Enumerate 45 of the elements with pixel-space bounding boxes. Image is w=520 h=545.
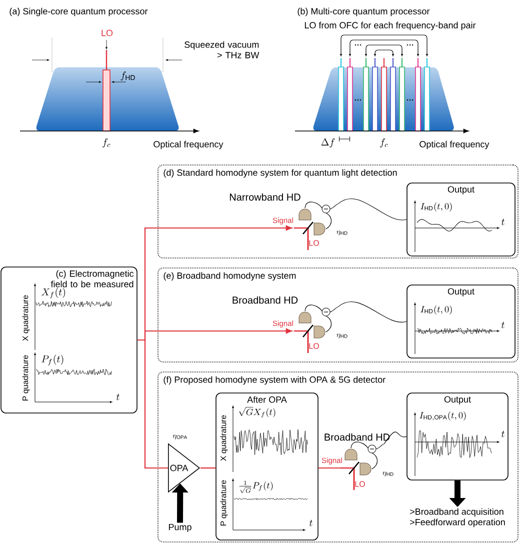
formula-label: $\sqrt{G}X_f(t)$ — [238, 407, 276, 418]
formula-label: $t$ — [501, 430, 504, 438]
homodyne-detector: Broadband HD — [232, 296, 298, 304]
connector-line — [384, 432, 407, 444]
pump-label: Pump — [168, 524, 192, 532]
bandwidth-label: Squeezed vacuum > THz BW — [184, 41, 260, 58]
formula-label: $\frac{1}{\sqrt{G}}P_f(t)$ — [239, 480, 273, 494]
formula-label: $I_{\mathrm{HD}}(t,0)$ — [420, 202, 452, 212]
axis-label: P quadrature — [22, 355, 30, 400]
formula-label: $t$ — [116, 394, 120, 400]
formula-label: $f_{\mathrm{HD}}$ — [120, 71, 135, 81]
comb-label: LO from OFC for each frequency-band pair — [304, 22, 476, 30]
formula-label: $X_f(t)$ — [41, 288, 66, 298]
formula-label: $t$ — [309, 520, 312, 526]
lo-label: LO — [309, 343, 319, 349]
axis-label: X quadrature — [220, 415, 228, 461]
axis-label: X quadrature — [22, 295, 30, 341]
connector-line — [200, 467, 216, 469]
lo-label: LO — [102, 30, 113, 36]
result-text: >Broadband acquisition >Feedforward operation — [410, 508, 505, 528]
panel-title: (a) Single-core quantum processor — [10, 8, 148, 16]
formula-label: $\eta_{\mathrm{OPA}}$ — [172, 434, 188, 440]
homodyne-detector: Broadband HD — [324, 433, 390, 441]
connector-line — [338, 302, 407, 323]
panel-title: (b) Multi-core quantum processor — [298, 8, 430, 16]
formula-label: $\eta_{\mathrm{HD}}$ — [336, 230, 348, 236]
formula-label: $t$ — [501, 322, 504, 328]
axis-label: Optical frequency — [420, 140, 490, 150]
axis-label: P quadrature — [220, 480, 228, 526]
homodyne-detector: Narrowband HD — [230, 193, 300, 201]
formula-label: $\eta_{\mathrm{HD}}$ — [336, 334, 348, 338]
formula-label: $P_f(t)$ — [42, 354, 64, 366]
formula-label: $\Delta f$ — [321, 138, 335, 148]
formula-label: $\eta_{\mathrm{HD}}$ — [382, 472, 394, 476]
connector-line — [318, 467, 340, 469]
connector-line — [338, 198, 407, 220]
lo-label: LO — [309, 240, 319, 246]
formula-label: $f_c$ — [102, 138, 110, 148]
formula-label: $f_c$ — [380, 138, 388, 148]
formula-label: $t$ — [501, 218, 504, 226]
lo-label: LO — [355, 481, 365, 487]
axis-label: Optical frequency — [154, 140, 224, 150]
formula-label: $I_{\mathrm{HD,OPA}}(t,0)$ — [420, 411, 466, 420]
connector-line — [137, 339, 168, 469]
formula-label: $I_{\mathrm{HD}}(t,0)$ — [420, 305, 452, 314]
